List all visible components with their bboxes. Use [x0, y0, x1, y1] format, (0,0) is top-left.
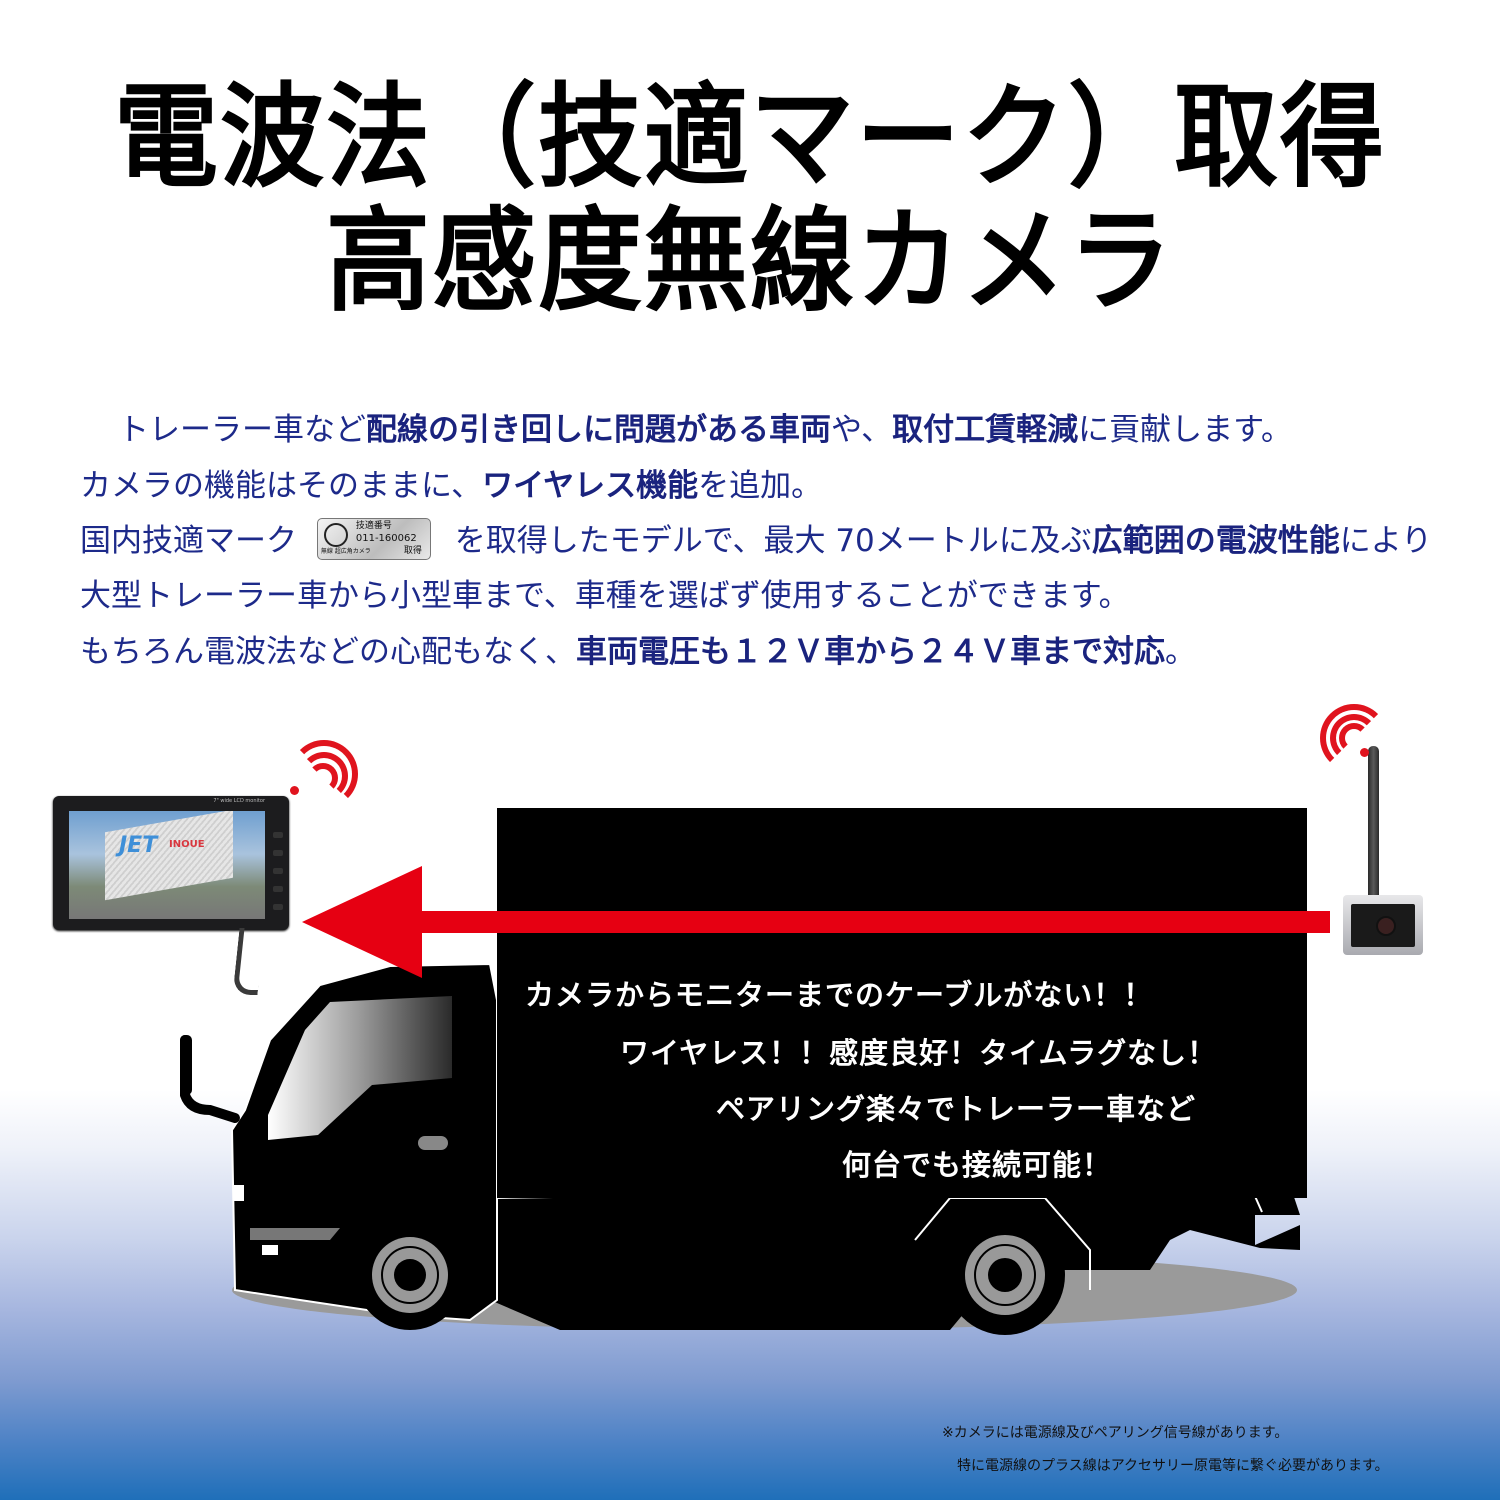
- badge-label-top: 技適番号: [355, 520, 392, 531]
- description-text: を取得したモデルで、最大 70メートルに及ぶ: [454, 523, 1092, 559]
- description-emphasis: 配線の引き回しに問題がある車両: [366, 412, 831, 448]
- description-emphasis: 広範囲の電波性能: [1091, 523, 1340, 559]
- monitor-button: [273, 868, 283, 874]
- box-text-line: ワイヤレス！！感度良好！タイムラグなし！: [620, 1036, 1218, 1070]
- description-text: により: [1339, 523, 1433, 559]
- description-text: に貢献します。: [1078, 412, 1292, 448]
- box-text-line: カメラからモニターまでのケーブルがない！！: [525, 978, 1154, 1012]
- camera-antenna: [1368, 746, 1379, 898]
- monitor-button: [273, 886, 283, 892]
- footnote: 特に電源線のプラス線はアクセサリー原電等に繋ぐ必要があります。: [957, 1458, 1389, 1474]
- description-line: 国内技適マーク 技適番号 011-160062 取得 無線 超広角カメラ を取得…: [80, 513, 1432, 569]
- badge-label-bottom: 無線 超広角カメラ: [320, 547, 371, 555]
- camera-face: [1351, 904, 1415, 947]
- headline-line-1: 電波法（技適マーク）取得: [113, 71, 1386, 203]
- description-emphasis: 車両電圧も１２Ｖ車から２４Ｖ車まで対応: [576, 634, 1165, 670]
- description-text: や、: [831, 412, 893, 448]
- description-line: トレーラー車など配線の引き回しに問題がある車両や、取付工賃軽減に貢献します。: [118, 402, 1292, 458]
- description-line: もちろん電波法などの心配もなく、車両電圧も１２Ｖ車から２４Ｖ車まで対応。: [80, 624, 1196, 680]
- illustration: JET INOUE 7" wide LCD monitor: [0, 700, 1500, 1500]
- description-line: カメラの機能はそのままに、ワイヤレス機能を追加。: [80, 458, 822, 514]
- monitor-screen: JET INOUE: [69, 811, 265, 919]
- badge-label-right: 取得: [403, 545, 422, 556]
- description-text: トレーラー車など: [118, 412, 366, 448]
- headline-line-2: 高感度無線カメラ: [325, 195, 1174, 327]
- box-text-line: ペアリング楽々でトレーラー車など: [716, 1092, 1197, 1126]
- monitor-button: [273, 832, 283, 838]
- giteki-mark-badge: 技適番号 011-160062 取得 無線 超広角カメラ: [316, 517, 431, 560]
- screen-logo-sub: INOUE: [169, 839, 205, 850]
- monitor-button: [273, 850, 283, 856]
- camera-image: [1343, 895, 1423, 955]
- description-line: 大型トレーラー車から小型車まで、車種を選ばず使用することができます。: [80, 568, 1130, 624]
- description-text: 国内技適マーク: [80, 523, 297, 559]
- monitor-image: JET INOUE 7" wide LCD monitor: [53, 796, 289, 930]
- screen-logo: JET: [119, 833, 158, 858]
- description-emphasis: 取付工賃軽減: [892, 412, 1079, 448]
- footnote: ※カメラには電源線及びペアリング信号線があります。: [942, 1425, 1289, 1441]
- description-text: 大型トレーラー車から小型車まで、車種を選ばず使用することができます。: [80, 578, 1130, 614]
- description-text: を追加。: [698, 468, 823, 504]
- description-emphasis: ワイヤレス機能: [482, 468, 699, 504]
- description-text: もちろん電波法などの心配もなく、: [80, 634, 576, 670]
- badge-number: 011-160062: [355, 532, 417, 544]
- description-text: カメラの機能はそのままに、: [80, 468, 483, 504]
- signal-arrow-head-icon: [302, 866, 422, 978]
- monitor-button: [273, 904, 283, 910]
- giteki-symbol-icon: [323, 522, 348, 547]
- bezel-label: 7" wide LCD monitor: [213, 798, 265, 804]
- box-text-line: 何台でも接続可能！: [842, 1148, 1113, 1182]
- description-text: 。: [1165, 634, 1196, 670]
- camera-lens-icon: [1376, 916, 1396, 936]
- cargo-box: [497, 808, 1307, 1198]
- signal-arrow-shaft: [420, 911, 1330, 933]
- truck-illustration: [180, 962, 1300, 1335]
